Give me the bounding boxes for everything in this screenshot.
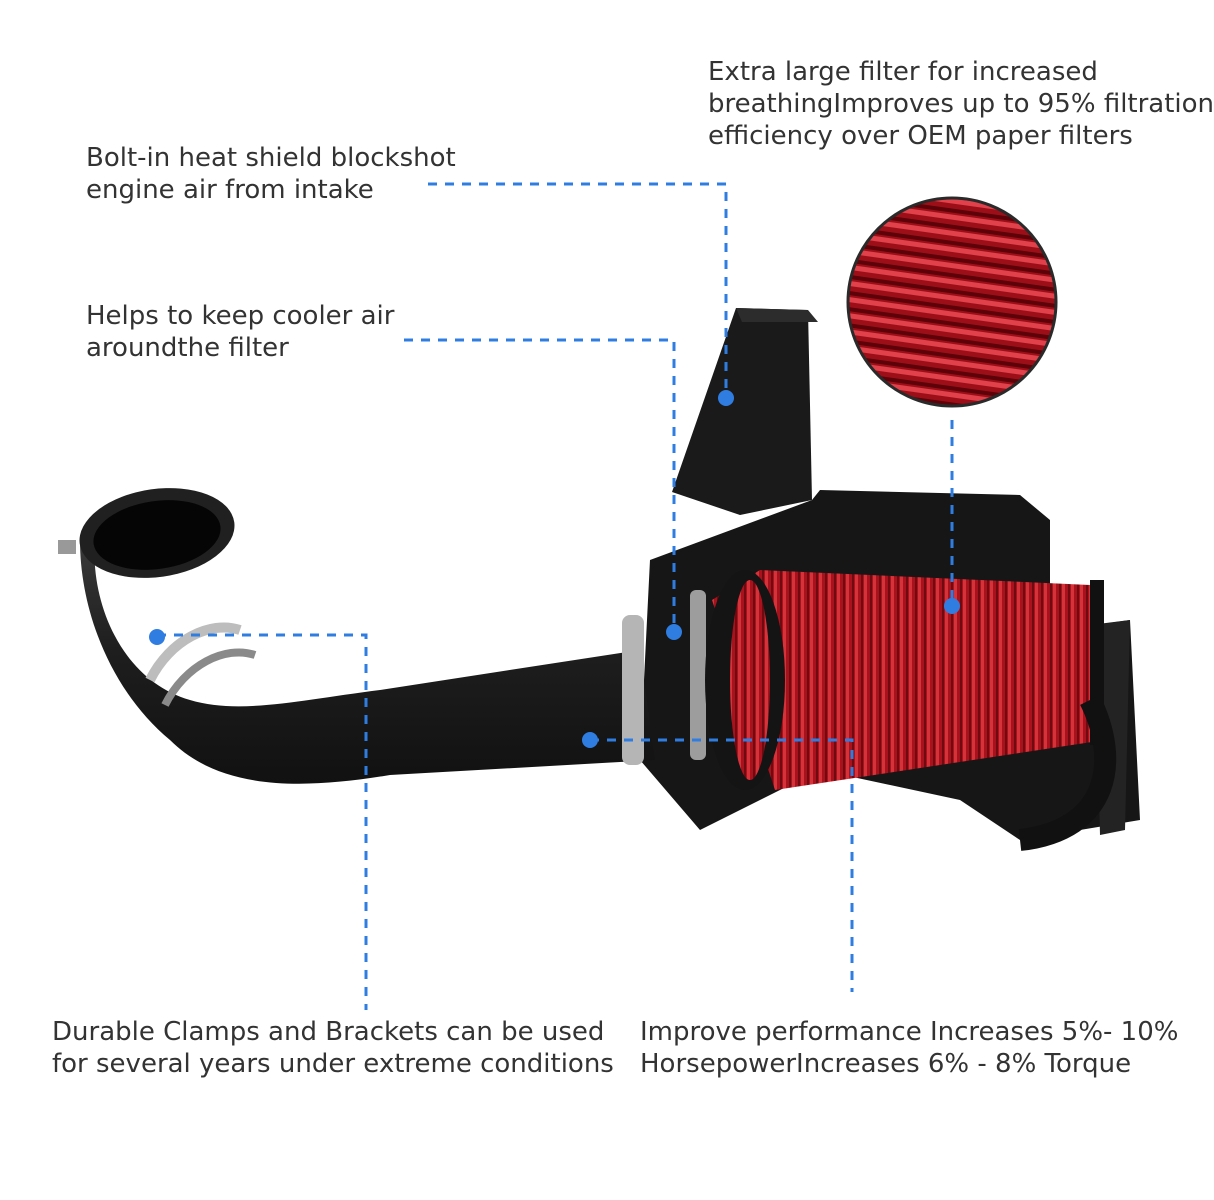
leader-clamps [157, 633, 368, 1010]
callout-large-filter: Extra large filter for increased breathi… [708, 56, 1214, 152]
callout-dot [944, 598, 960, 614]
callout-dot [149, 629, 165, 645]
cone-air-filter [705, 570, 1105, 790]
callout-line: aroundthe filter [86, 333, 289, 363]
callout-cooler-air: Helps to keep cooler air aroundthe filte… [86, 300, 394, 364]
callout-line: breathingImproves up to 95% filtration [708, 89, 1214, 119]
leader-heat-shield [428, 182, 728, 395]
callout-dots [149, 390, 960, 748]
intake-tube [58, 488, 655, 784]
callout-line: Bolt-in heat shield blockshot [86, 143, 456, 173]
callout-dot [718, 390, 734, 406]
callout-dot [666, 624, 682, 640]
callout-line: Improve performance Increases 5%- 10% [640, 1017, 1179, 1047]
callout-performance: Improve performance Increases 5%- 10% Ho… [640, 1016, 1178, 1080]
callout-leaders [157, 182, 954, 1010]
callout-line: efficiency over OEM paper filters [708, 121, 1133, 151]
callout-line: Durable Clamps and Brackets can be used [52, 1017, 605, 1047]
callout-line: for several years under extreme conditio… [52, 1049, 614, 1079]
callout-line: engine air from intake [86, 175, 374, 205]
leader-performance [590, 738, 854, 992]
callout-line: HorsepowerIncreases 6% - 8% Torque [640, 1049, 1132, 1079]
leader-cooler-air [404, 338, 676, 628]
filter-detail-zoom [846, 196, 1058, 408]
callout-line: Extra large filter for increased [708, 57, 1098, 87]
callout-dot [582, 732, 598, 748]
callout-heat-shield: Bolt-in heat shield blockshot engine air… [86, 142, 456, 206]
callout-clamps: Durable Clamps and Brackets can be used … [52, 1016, 614, 1080]
breather-hose [1018, 695, 1117, 851]
callout-line: Helps to keep cooler air [86, 301, 395, 331]
